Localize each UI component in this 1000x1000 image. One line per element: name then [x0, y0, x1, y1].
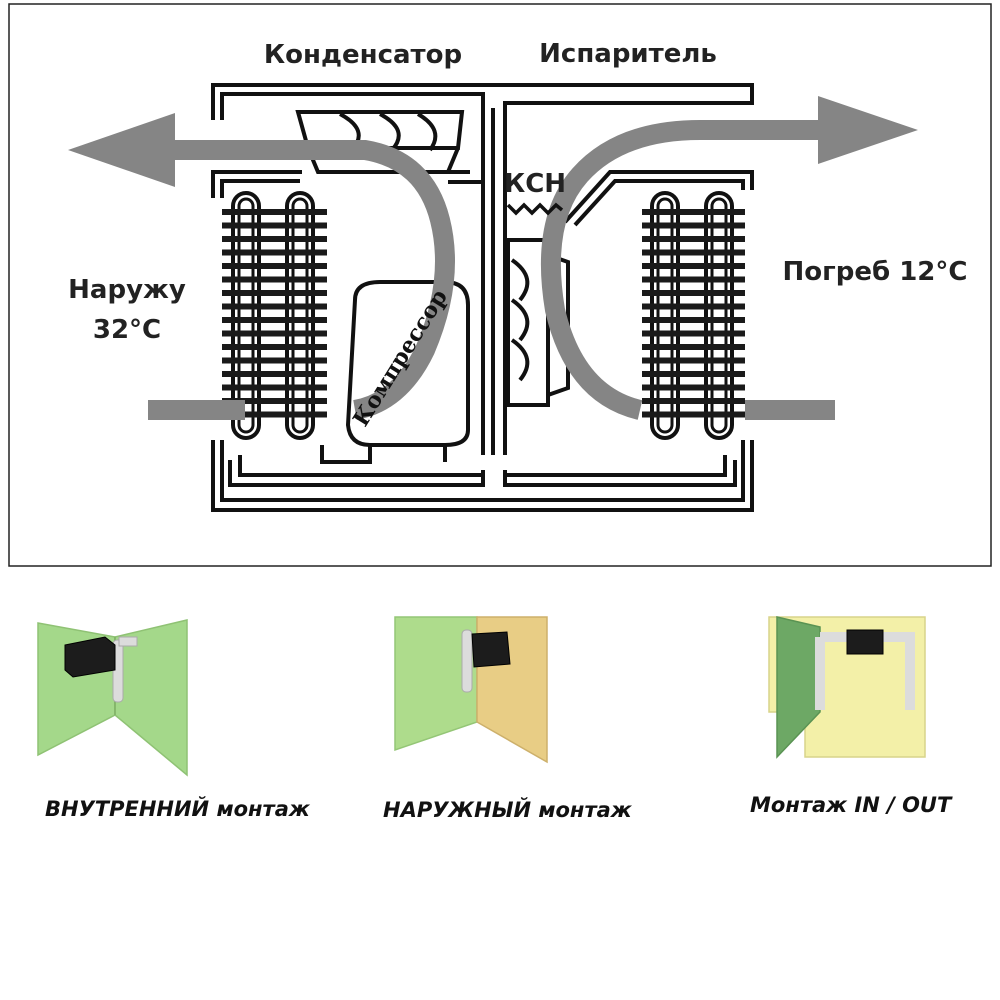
- coil-fin: [642, 330, 745, 337]
- unit-box: [64, 636, 116, 678]
- coil-fin: [642, 371, 745, 377]
- coil-fin: [642, 357, 745, 364]
- caption-internal-mount: ВНУТРЕННИЙ монтаж: [45, 797, 310, 821]
- coil-fin: [222, 236, 327, 242]
- cellar-label: Погреб 12°C: [783, 257, 968, 287]
- coil-fin: [222, 290, 327, 296]
- coil-fin: [222, 398, 327, 404]
- coil-fin: [642, 263, 745, 269]
- mount-inside-image: [37, 619, 188, 777]
- arrow-right-head: [818, 96, 918, 164]
- mount-outside-image: [394, 616, 548, 764]
- coil-fin: [642, 249, 745, 256]
- ksn-label: КСН: [504, 169, 566, 199]
- coil-fin: [222, 263, 327, 269]
- condenser-label: Конденсатор: [264, 40, 462, 70]
- coil-fin: [222, 384, 327, 391]
- coil-fin: [642, 384, 745, 391]
- airflow-evaporator-path: [540, 120, 835, 420]
- coil-fin: [222, 222, 327, 229]
- unit-box: [846, 629, 884, 655]
- coil-fin: [222, 357, 327, 364]
- coil-fin: [222, 249, 327, 256]
- coil-fin: [222, 344, 327, 350]
- wall-left: [776, 616, 821, 759]
- coil-fin: [222, 371, 327, 377]
- coil-fin: [642, 317, 745, 323]
- ksn-squiggle-icon: [506, 202, 564, 216]
- coil-fin: [222, 276, 327, 283]
- coil-fin: [222, 209, 327, 215]
- coil-fin: [642, 303, 745, 310]
- outside-temp-label: 32°C: [93, 315, 161, 345]
- evaporator-fins: [642, 209, 745, 418]
- coil-fin: [642, 344, 745, 350]
- unit-box: [471, 631, 511, 668]
- airflow-condenser-path: [175, 140, 455, 420]
- caption-inout-mount: Монтаж IN / OUT: [750, 793, 952, 817]
- mount-inout-image: [768, 616, 926, 759]
- airflow: [148, 120, 835, 420]
- outside-label: Наружу: [68, 275, 186, 305]
- coil-fin: [222, 303, 327, 310]
- coil-fin: [642, 209, 745, 215]
- coil-fin: [222, 330, 327, 337]
- coil-fin: [642, 222, 745, 229]
- caption-external-mount: НАРУЖНЫЙ монтаж: [383, 798, 632, 822]
- coil-fin: [222, 411, 327, 418]
- coil-fin: [642, 236, 745, 242]
- arrow-left-head: [68, 113, 175, 187]
- coil-fin: [642, 411, 745, 418]
- housing-frame: [211, 83, 754, 512]
- coil-fin: [642, 398, 745, 404]
- coil-fin: [642, 290, 745, 296]
- evaporator-label: Испаритель: [539, 39, 717, 69]
- coil-fin: [642, 276, 745, 283]
- coil-fin: [222, 317, 327, 323]
- diagram-border: [8, 3, 992, 567]
- condenser-fins: [222, 209, 327, 418]
